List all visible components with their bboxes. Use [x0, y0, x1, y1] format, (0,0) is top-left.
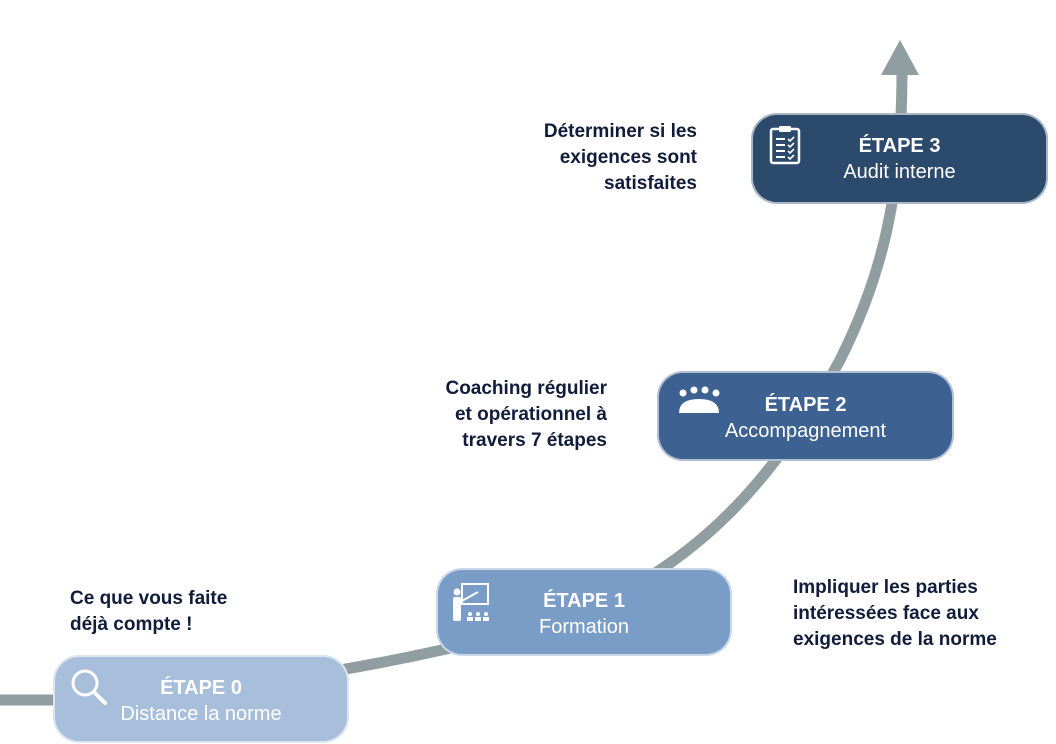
- step-2-subtitle: Accompagnement: [724, 420, 887, 442]
- arrow-head-icon: [881, 40, 919, 75]
- step-1-box[interactable]: ÉTAPE 1 Formation: [436, 568, 732, 656]
- group-meeting-icon: [679, 386, 720, 413]
- step2-description: Coaching régulier et opérationnel à trav…: [380, 376, 607, 454]
- description-line: intéressées face aux: [793, 603, 979, 624]
- step-0-title: ÉTAPE 0: [160, 677, 242, 699]
- step-3-box[interactable]: ÉTAPE 3 Audit interne: [751, 113, 1048, 204]
- description-line: satisfaites: [604, 173, 697, 194]
- clipboard-checklist-icon: [769, 126, 801, 165]
- description-line: Impliquer les parties: [793, 577, 978, 598]
- step-1-title: ÉTAPE 1: [543, 590, 625, 612]
- step0-description: Ce que vous faite déjà compte !: [70, 586, 227, 638]
- description-line: Coaching régulier: [445, 378, 607, 399]
- description-line: exigences sont: [559, 147, 697, 168]
- step1-description: Impliquer les parties intéressées face a…: [793, 575, 997, 653]
- step-0-box[interactable]: ÉTAPE 0 Distance la norme: [53, 655, 349, 743]
- step-2-box[interactable]: ÉTAPE 2 Accompagnement: [657, 371, 954, 461]
- description-line: et opérationnel à: [454, 404, 607, 425]
- step3-description: Déterminer si les exigences sont satisfa…: [470, 119, 697, 197]
- step-2-title: ÉTAPE 2: [764, 394, 847, 416]
- search-icon: [71, 669, 107, 705]
- description-line: déjà compte !: [70, 614, 193, 635]
- step-3-title: ÉTAPE 3: [858, 135, 941, 157]
- description-line: Déterminer si les: [543, 121, 697, 142]
- description-line: exigences de la norme: [793, 629, 997, 650]
- step-3-subtitle: Audit interne: [843, 161, 956, 183]
- description-line: travers 7 étapes: [462, 430, 607, 451]
- step-1-subtitle: Formation: [538, 616, 630, 638]
- step-0-subtitle: Distance la norme: [120, 703, 282, 725]
- description-line: Ce que vous faite: [70, 588, 228, 609]
- presentation-icon: [453, 583, 489, 621]
